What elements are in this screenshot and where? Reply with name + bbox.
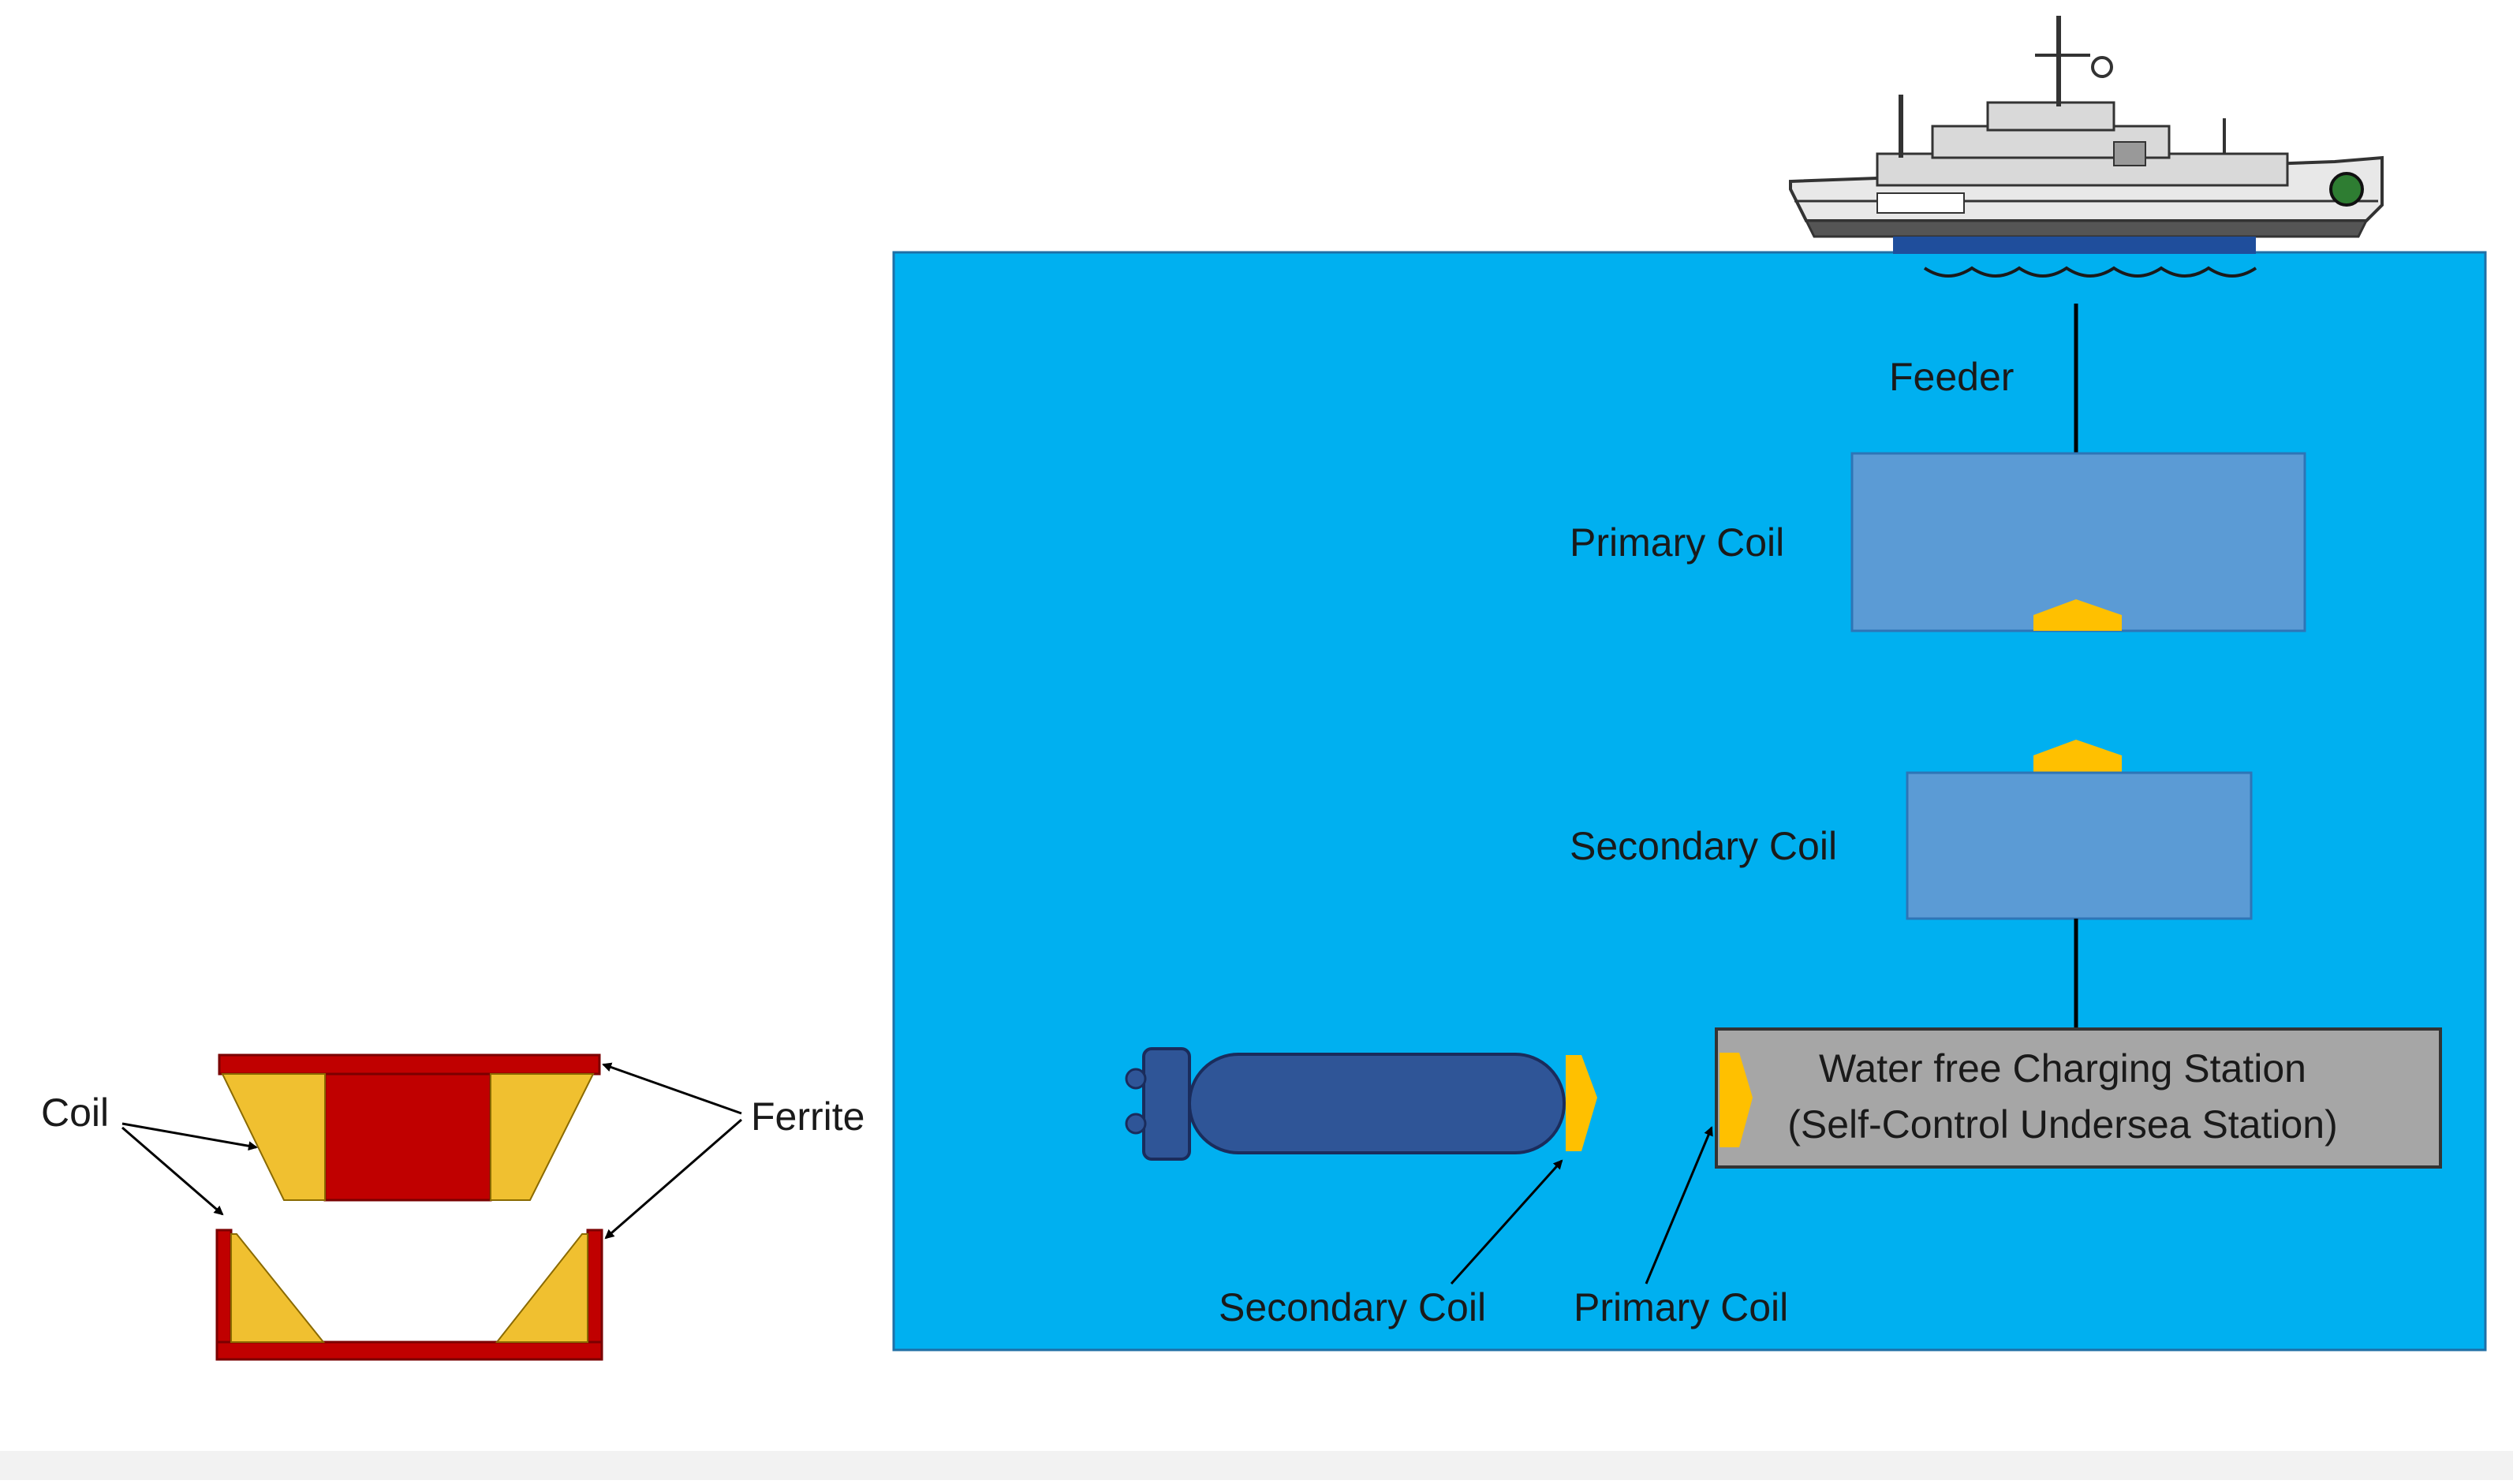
ship-icon: [1789, 16, 2384, 278]
secondary-coil-pad: [2033, 740, 2122, 773]
top-left-winding: [221, 1073, 326, 1201]
primary-coil-pad: [2033, 599, 2122, 631]
secondary-coil-bottom-label: Secondary Coil: [1219, 1285, 1486, 1329]
top-ferrite-plate: [218, 1053, 601, 1076]
coil-ferrite-cross-section: [215, 1053, 603, 1361]
top-right-winding: [490, 1073, 595, 1201]
coil-arrow-bottom: [121, 1126, 224, 1216]
station-label-line1: Water free Charging Station: [1819, 1046, 2306, 1091]
ferrite-arrow-top: [602, 1062, 742, 1115]
secondary-coil-mid-label: Secondary Coil: [1570, 824, 1837, 868]
coil-arrow-top: [121, 1122, 258, 1151]
station-primary-coil-pad: [1720, 1053, 1753, 1147]
primary-coil-top-label: Primary Coil: [1570, 520, 1784, 565]
primary-coil-bottom-label: Primary Coil: [1574, 1285, 1788, 1329]
bottom-ferrite-right-wall: [586, 1229, 603, 1344]
bottom-ferrite-base: [215, 1340, 603, 1361]
underwater-vehicle-icon: [1125, 1047, 1597, 1161]
secondary-coil-box: [1906, 771, 2253, 920]
top-ferrite-core: [323, 1072, 492, 1202]
station-label-line2: (Self-Control Undersea Station): [1787, 1102, 2338, 1147]
bottom-left-winding: [230, 1233, 326, 1343]
feeder-label: Feeder: [1889, 355, 2014, 399]
secondary-coil-pointer: [1450, 1159, 1563, 1285]
footer-bar: [0, 1451, 2513, 1480]
charging-station: [1715, 1027, 2442, 1169]
ferrite-label: Ferrite: [751, 1094, 864, 1139]
primary-coil-pointer: [1645, 1126, 1713, 1285]
ferrite-arrow-bottom: [604, 1118, 742, 1240]
coil-label: Coil: [41, 1091, 109, 1135]
bottom-ferrite-left-wall: [215, 1229, 233, 1344]
bottom-right-winding: [495, 1233, 588, 1343]
vehicle-secondary-coil-pad: [1566, 1055, 1597, 1151]
